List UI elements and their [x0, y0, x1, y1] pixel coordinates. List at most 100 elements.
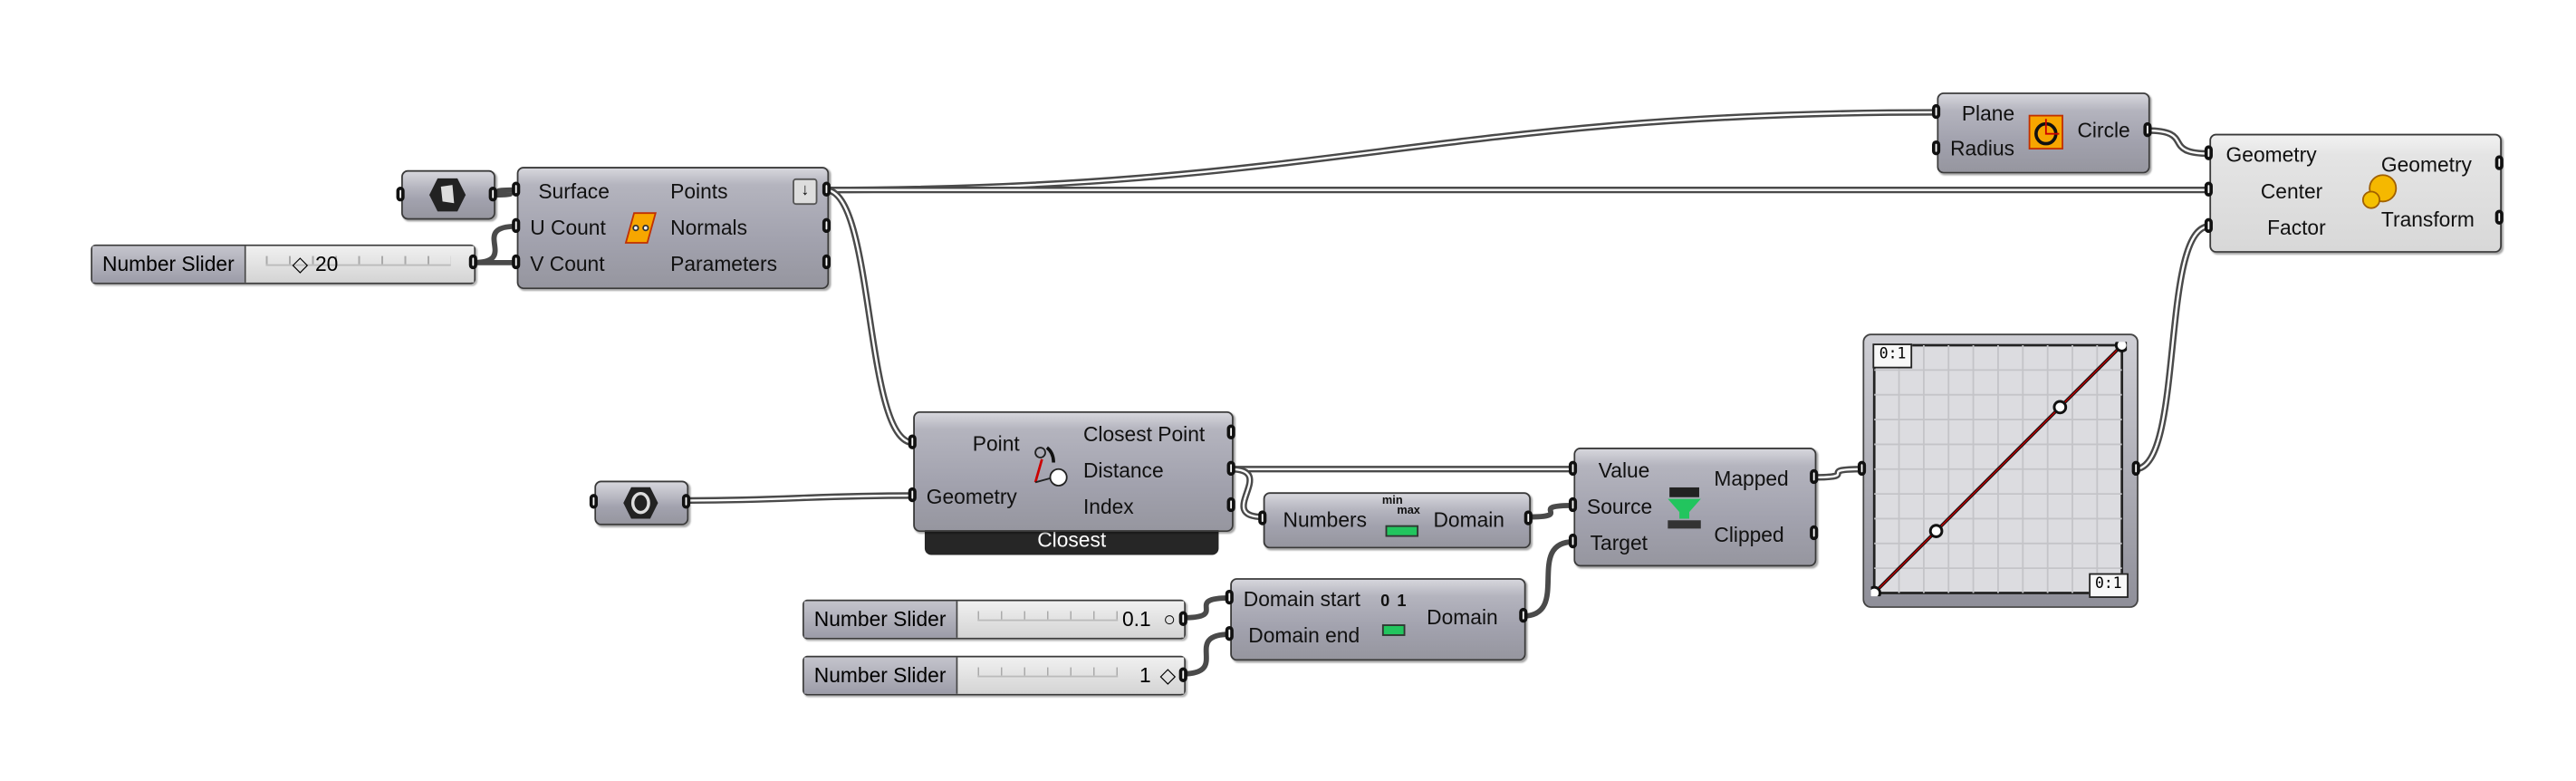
port[interactable]	[1519, 607, 1528, 623]
port[interactable]	[2131, 460, 2140, 477]
divide-surface-node[interactable]: Surface U Count V Count Points Normals P…	[516, 167, 830, 290]
slider-grip[interactable]: ◇	[1159, 663, 1177, 688]
port[interactable]	[2494, 209, 2504, 225]
port[interactable]	[1932, 140, 1941, 156]
number-slider-count[interactable]: Number Slider ◇ 20	[91, 244, 476, 284]
port[interactable]	[1226, 497, 1235, 513]
input-plane: Plane	[1961, 102, 2015, 126]
output-normals: Normals	[670, 216, 748, 240]
port[interactable]	[822, 181, 831, 197]
surface-param-in-port[interactable]	[396, 187, 405, 202]
output-circle: Circle	[2077, 119, 2130, 142]
port[interactable]	[1810, 525, 1819, 541]
closest-point-node[interactable]: Point Geometry Closest Point Distance In…	[913, 410, 1234, 533]
wire-list-core	[2147, 129, 2210, 155]
port[interactable]	[1857, 460, 1867, 477]
output-closest-point: Closest Point	[1082, 422, 1206, 447]
port[interactable]	[2204, 145, 2213, 160]
output-geometry: Geometry	[2380, 153, 2472, 178]
slider-label: Number Slider	[92, 246, 246, 283]
remap-icon	[1668, 487, 1701, 529]
port[interactable]	[1178, 611, 1187, 626]
port[interactable]	[589, 494, 598, 509]
graph-control-point	[1870, 585, 1882, 597]
wire-list-core	[2135, 225, 2210, 470]
input-factor: Factor	[2267, 216, 2326, 240]
port[interactable]	[2204, 181, 2213, 197]
port[interactable]	[2494, 155, 2504, 170]
port[interactable]	[1568, 460, 1578, 477]
port[interactable]	[1523, 510, 1533, 525]
number-slider-domain-end[interactable]: Number Slider 1 ◇	[803, 655, 1186, 696]
scale-icon	[2361, 174, 2398, 209]
wire	[472, 223, 517, 265]
remap-node[interactable]: Value Source Target Mapped Clipped	[1573, 448, 1817, 567]
port[interactable]	[1932, 103, 1941, 120]
port[interactable]	[1226, 460, 1235, 477]
slider-track[interactable]: 1 ◇	[957, 657, 1185, 694]
input-geometry: Geometry	[926, 485, 1017, 509]
number-slider-domain-start[interactable]: Number Slider 0.1 ○	[803, 599, 1186, 640]
port[interactable]	[1810, 468, 1819, 485]
divide-surface-icon	[624, 212, 657, 244]
port[interactable]	[822, 254, 831, 270]
bounds-icon: min max	[1380, 496, 1423, 542]
circle-node[interactable]: Plane Radius Circle	[1937, 92, 2150, 174]
input-u-count: U Count	[530, 216, 606, 240]
wire	[1522, 539, 1574, 619]
construct-domain-icon: 0 1	[1379, 593, 1415, 641]
scale-node[interactable]: Geometry Center Factor Geometry Transfor…	[2209, 133, 2502, 253]
surface-param-node[interactable]	[401, 169, 495, 220]
input-value: Value	[1598, 458, 1650, 483]
port[interactable]	[1178, 667, 1187, 682]
port[interactable]	[468, 254, 477, 270]
wire-list-core	[825, 111, 1937, 191]
slider-label: Number Slider	[803, 657, 958, 694]
port[interactable]	[2143, 121, 2152, 138]
surface-param-icon	[429, 178, 466, 212]
wire	[1182, 632, 1231, 677]
port[interactable]	[1568, 497, 1578, 513]
construct-domain-node[interactable]: Domain start Domain end 0 1 Domain	[1230, 578, 1526, 661]
slider-grip[interactable]: ○	[1163, 607, 1177, 632]
port[interactable]	[908, 487, 917, 503]
input-numbers: Numbers	[1283, 508, 1368, 533]
graph-control-point	[1928, 524, 1944, 538]
output-parameters: Parameters	[670, 252, 777, 276]
geometry-param-node[interactable]	[594, 480, 689, 525]
port[interactable]	[512, 254, 521, 270]
output-transform: Transform	[2380, 207, 2475, 232]
graph-mapper-node[interactable]: 0:1 0:1	[1862, 333, 2139, 608]
graph-mapper-plot[interactable]	[1870, 342, 2128, 597]
port[interactable]	[1568, 533, 1578, 549]
graph-x-range: 0:1	[1872, 343, 1913, 369]
bounds-node[interactable]: Numbers min max Domain	[1263, 492, 1532, 549]
port[interactable]	[1225, 589, 1234, 605]
input-geometry: Geometry	[2225, 143, 2317, 168]
port[interactable]	[822, 217, 831, 234]
output-points: Points	[670, 179, 728, 204]
port[interactable]	[681, 494, 691, 509]
circle-icon	[2028, 114, 2063, 149]
wire	[492, 187, 517, 198]
port[interactable]	[512, 181, 521, 197]
port[interactable]	[1225, 625, 1234, 641]
slider-track[interactable]: 0.1 ○	[957, 601, 1185, 638]
port[interactable]	[512, 217, 521, 234]
port[interactable]	[2204, 217, 2213, 234]
wire-list-core	[825, 188, 914, 444]
slider-grip[interactable]: ◇	[292, 252, 309, 276]
input-target: Target	[1590, 532, 1648, 555]
wire-list-core	[1812, 468, 1863, 479]
arrow-down-icon[interactable]: ↓	[793, 178, 818, 206]
output-index: Index	[1082, 495, 1134, 519]
closest-point-icon	[1033, 446, 1068, 487]
graph-y-range: 0:1	[2088, 573, 2129, 598]
port[interactable]	[908, 434, 917, 449]
surface-param-out-port[interactable]	[488, 187, 497, 202]
port[interactable]	[1258, 510, 1267, 525]
geometry-param-icon	[623, 487, 658, 519]
slider-track[interactable]: ◇ 20	[245, 246, 475, 283]
port[interactable]	[1226, 424, 1235, 439]
